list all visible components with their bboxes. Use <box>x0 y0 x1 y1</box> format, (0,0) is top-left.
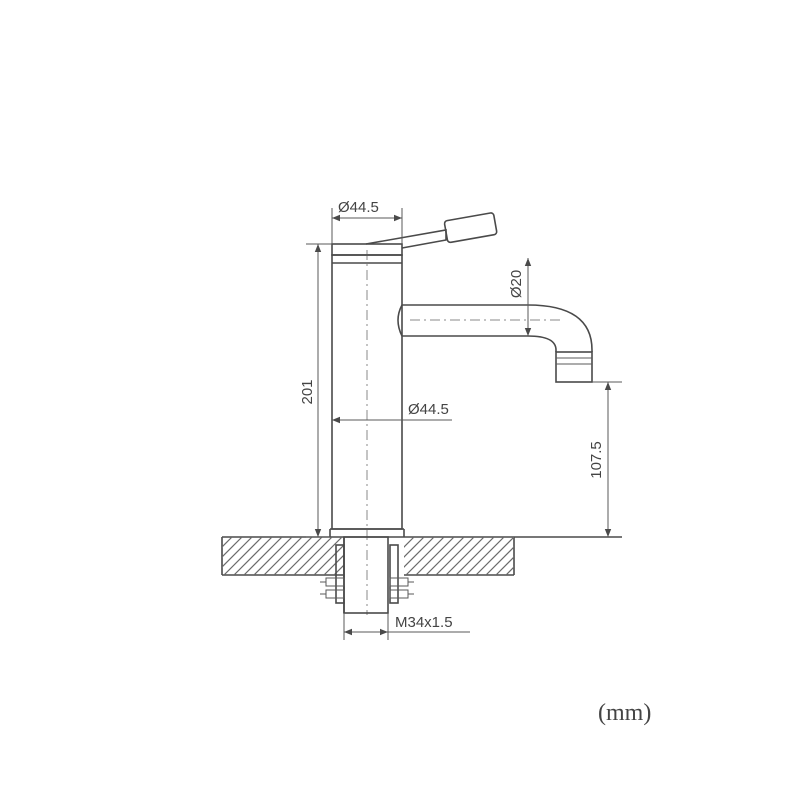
hatch-line <box>404 537 425 558</box>
hatch-line <box>516 537 554 575</box>
hatch-line <box>485 546 514 575</box>
hatch-line <box>293 537 333 575</box>
svg-text:Ø20: Ø20 <box>508 270 525 298</box>
hatch-line <box>233 537 273 575</box>
hatch-line <box>253 537 293 575</box>
unit-label: (mm) <box>598 700 651 726</box>
hatch-line <box>455 537 495 575</box>
faucet-body <box>329 250 405 615</box>
hatch-line <box>222 537 233 548</box>
hatch-line <box>495 556 514 575</box>
hatch-line <box>364 537 402 575</box>
hatch-line <box>222 537 243 558</box>
hatch-line <box>223 537 263 575</box>
hatch-line <box>374 537 412 575</box>
dimension-total-height: 201 <box>299 243 332 538</box>
hatch-line <box>405 537 445 575</box>
hatch-line <box>435 537 475 575</box>
body-diameter-top-label: 44.5 <box>350 199 379 216</box>
hatch-line <box>404 537 415 548</box>
body-diameter-mid-label: 44.5 <box>420 401 449 418</box>
hatch-line <box>222 537 223 538</box>
svg-text:Ø44.5: Ø44.5 <box>338 199 379 216</box>
hatch-line <box>505 566 514 575</box>
faucet-handle <box>331 212 498 256</box>
hatch-line <box>425 537 465 575</box>
hatch-line <box>445 537 485 575</box>
hatch-line <box>263 537 303 575</box>
faucet-spout <box>397 304 593 383</box>
hatch-line <box>404 537 435 568</box>
dimension-mid-diameter: Ø44.5 <box>332 401 452 424</box>
dimension-spout-height: 107.5 <box>588 381 622 537</box>
thread-label: M34x1.5 <box>395 614 453 631</box>
hatch-line <box>313 544 344 575</box>
dimension-top-diameter: Ø44.5 <box>331 199 403 244</box>
diameter-symbol: Ø <box>508 286 525 298</box>
countertop-section <box>221 536 622 576</box>
mounting-shank <box>320 536 414 614</box>
hatch-line <box>475 537 514 575</box>
hatch-line <box>303 537 343 575</box>
spout-height-label: 107.5 <box>588 441 605 479</box>
hatch-line <box>343 574 344 575</box>
hatch-line <box>546 537 584 575</box>
hatch-line <box>465 537 505 575</box>
hatch-line <box>415 537 455 575</box>
hatch-line <box>222 537 253 568</box>
spout-diameter-label: 20 <box>508 270 525 287</box>
diameter-symbol: Ø <box>338 199 350 216</box>
hatch-line <box>354 537 392 575</box>
hatch-line <box>273 537 313 575</box>
hatch-line <box>526 537 564 575</box>
svg-text:Ø44.5: Ø44.5 <box>408 401 449 418</box>
hatch-line <box>243 537 283 575</box>
hatch-line <box>283 537 323 575</box>
hatch-line <box>536 537 574 575</box>
dimension-thread: M34x1.5 <box>343 613 470 640</box>
dimension-spout-diameter: Ø20 <box>508 258 532 336</box>
hatch-line <box>323 554 344 575</box>
total-height-label: 201 <box>299 379 316 404</box>
hatch-line <box>333 564 344 575</box>
diameter-symbol: Ø <box>408 401 420 418</box>
